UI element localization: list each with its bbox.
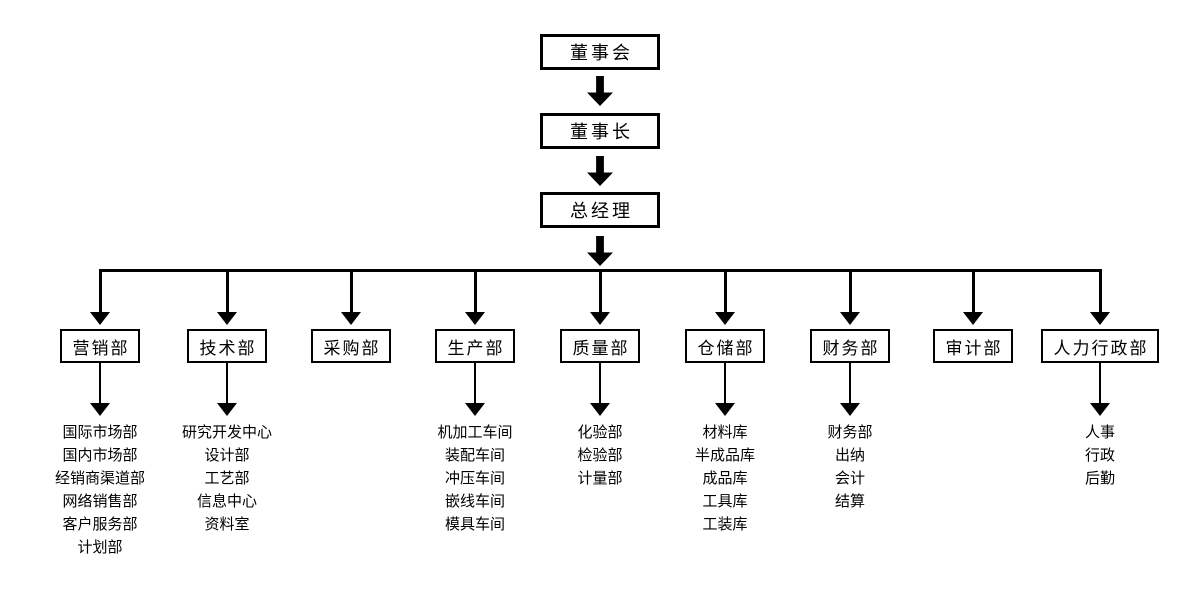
dept-box-production: 生产部: [435, 329, 515, 363]
sub-department-item: 化验部: [577, 424, 623, 441]
dept-label: 审计部: [945, 338, 1003, 358]
arrowhead-icon: [465, 403, 485, 416]
sub-department-item: 后勤: [1084, 470, 1115, 487]
sub-drop-line: [99, 362, 101, 404]
sub-drop-line: [474, 362, 476, 404]
sub-department-item: 信息中心: [196, 493, 257, 510]
sub-department-list-warehouse: 材料库 半成品库 成品库 工具库 工装库: [650, 421, 800, 536]
sub-department-item: 装配车间: [444, 447, 505, 464]
arrowhead-icon: [1090, 312, 1110, 325]
arrowhead-icon: [217, 403, 237, 416]
dept-label: 营销部: [72, 338, 130, 358]
sub-department-item: 人事: [1084, 424, 1115, 441]
dept-label: 技术部: [199, 338, 257, 358]
branch-drop-line: [972, 269, 975, 313]
sub-department-item: 经销商渠道部: [54, 470, 145, 487]
sub-drop-line: [226, 362, 228, 404]
dept-box-marketing: 营销部: [60, 329, 140, 363]
arrowhead-icon: [590, 403, 610, 416]
down-arrow-icon: [587, 76, 613, 106]
sub-department-item: 模具车间: [444, 516, 505, 533]
sub-department-list-quality: 化验部 检验部 计量部: [525, 421, 675, 490]
dept-label: 财务部: [822, 338, 880, 358]
branch-drop-line: [226, 269, 229, 313]
dept-box-quality: 质量部: [560, 329, 640, 363]
dept-box-finance: 财务部: [810, 329, 890, 363]
dept-label: 采购部: [323, 338, 381, 358]
sub-department-item: 冲压车间: [444, 470, 505, 487]
node-board-label: 董事会: [570, 43, 633, 63]
dept-box-audit: 审计部: [933, 329, 1013, 363]
branch-drop-line: [350, 269, 353, 313]
sub-department-item: 国际市场部: [62, 424, 138, 441]
sub-drop-line: [1099, 362, 1101, 404]
sub-department-list-finance: 财务部 出纳 会计 结算: [775, 421, 925, 513]
sub-department-item: 成品库: [702, 470, 748, 487]
arrowhead-icon: [715, 403, 735, 416]
sub-department-item: 出纳: [834, 447, 865, 464]
arrowhead-icon: [217, 312, 237, 325]
node-board: 董事会: [540, 34, 660, 70]
down-arrow-icon: [587, 236, 613, 266]
sub-department-item: 网络销售部: [62, 493, 138, 510]
branch-drop-line: [474, 269, 477, 313]
node-chairman: 董事长: [540, 113, 660, 149]
sub-department-item: 资料室: [204, 516, 250, 533]
arrowhead-icon: [90, 403, 110, 416]
sub-department-list-production: 机加工车间 装配车间 冲压车间 嵌线车间 模具车间: [400, 421, 550, 536]
sub-department-item: 工艺部: [204, 470, 250, 487]
arrowhead-icon: [341, 312, 361, 325]
branch-drop-line: [1099, 269, 1102, 313]
sub-department-item: 计量部: [577, 470, 623, 487]
dept-box-purchasing: 采购部: [311, 329, 391, 363]
node-chairman-label: 董事长: [570, 122, 633, 142]
dept-box-technology: 技术部: [187, 329, 267, 363]
arrowhead-icon: [1090, 403, 1110, 416]
sub-drop-line: [724, 362, 726, 404]
branch-drop-line: [599, 269, 602, 313]
arrowhead-icon: [840, 403, 860, 416]
sub-department-list-hr-admin: 人事 行政 后勤: [1025, 421, 1175, 490]
arrowhead-icon: [840, 312, 860, 325]
node-general-manager: 总经理: [540, 192, 660, 228]
down-arrow-icon: [587, 156, 613, 186]
sub-department-item: 国内市场部: [62, 447, 138, 464]
dept-label: 质量部: [572, 338, 630, 358]
sub-department-item: 设计部: [204, 447, 250, 464]
sub-department-item: 会计: [834, 470, 865, 487]
sub-department-item: 研究开发中心: [181, 424, 272, 441]
sub-department-item: 客户服务部: [62, 516, 138, 533]
sub-department-item: 半成品库: [694, 447, 755, 464]
sub-drop-line: [849, 362, 851, 404]
branch-drop-line: [849, 269, 852, 313]
branch-drop-line: [724, 269, 727, 313]
sub-department-item: 工具库: [702, 493, 748, 510]
sub-department-item: 工装库: [702, 516, 748, 533]
arrowhead-icon: [465, 312, 485, 325]
sub-department-item: 行政: [1084, 447, 1115, 464]
arrowhead-icon: [963, 312, 983, 325]
sub-drop-line: [599, 362, 601, 404]
sub-department-item: 检验部: [577, 447, 623, 464]
sub-department-item: 材料库: [702, 424, 748, 441]
sub-department-list-technology: 研究开发中心 设计部 工艺部 信息中心 资料室: [152, 421, 302, 536]
dept-label: 仓储部: [697, 338, 755, 358]
sub-department-item: 嵌线车间: [444, 493, 505, 510]
arrowhead-icon: [90, 312, 110, 325]
node-general-manager-label: 总经理: [570, 201, 633, 221]
dept-label: 生产部: [447, 338, 505, 358]
sub-department-item: 计划部: [77, 539, 123, 556]
sub-department-item: 机加工车间: [437, 424, 513, 441]
sub-department-item: 财务部: [827, 424, 873, 441]
dept-label: 人力行政部: [1053, 338, 1149, 358]
dept-box-hr-admin: 人力行政部: [1041, 329, 1159, 363]
branch-drop-line: [99, 269, 102, 313]
sub-department-item: 结算: [834, 493, 865, 510]
arrowhead-icon: [590, 312, 610, 325]
arrowhead-icon: [715, 312, 735, 325]
dept-box-warehouse: 仓储部: [685, 329, 765, 363]
sub-department-list-marketing: 国际市场部 国内市场部 经销商渠道部 网络销售部 客户服务部 计划部: [25, 421, 175, 559]
